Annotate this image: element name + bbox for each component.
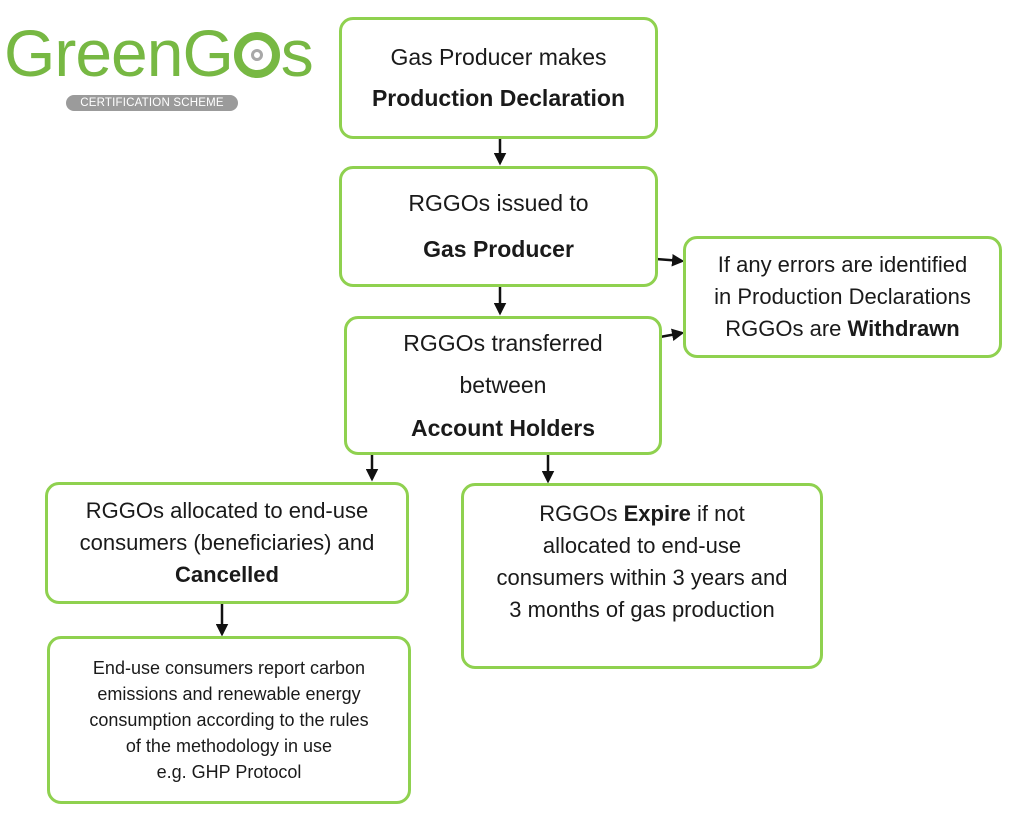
box-rggos-transferred: RGGOs transferred between Account Holder…	[344, 316, 662, 455]
logo-o-icon	[233, 32, 280, 78]
arrow-issued-to-withdrawn	[655, 254, 685, 267]
box-rggos-expire: RGGOs Expire if not allocated to end-use…	[461, 483, 823, 669]
box-rggos-issued: RGGOs issued to Gas Producer	[339, 166, 658, 287]
arrow-transferred-to-withdrawn	[659, 328, 685, 341]
box-production-declaration: Gas Producer makes Production Declaratio…	[339, 17, 658, 139]
box-rggos-allocated-cancelled: RGGOs allocated to end-use consumers (be…	[45, 482, 409, 604]
logo-tagline: CERTIFICATION SCHEME	[66, 95, 238, 111]
box-end-use-report: End-use consumers report carbon emission…	[47, 636, 411, 804]
box-rggos-withdrawn: If any errors are identified in Producti…	[683, 236, 1002, 358]
